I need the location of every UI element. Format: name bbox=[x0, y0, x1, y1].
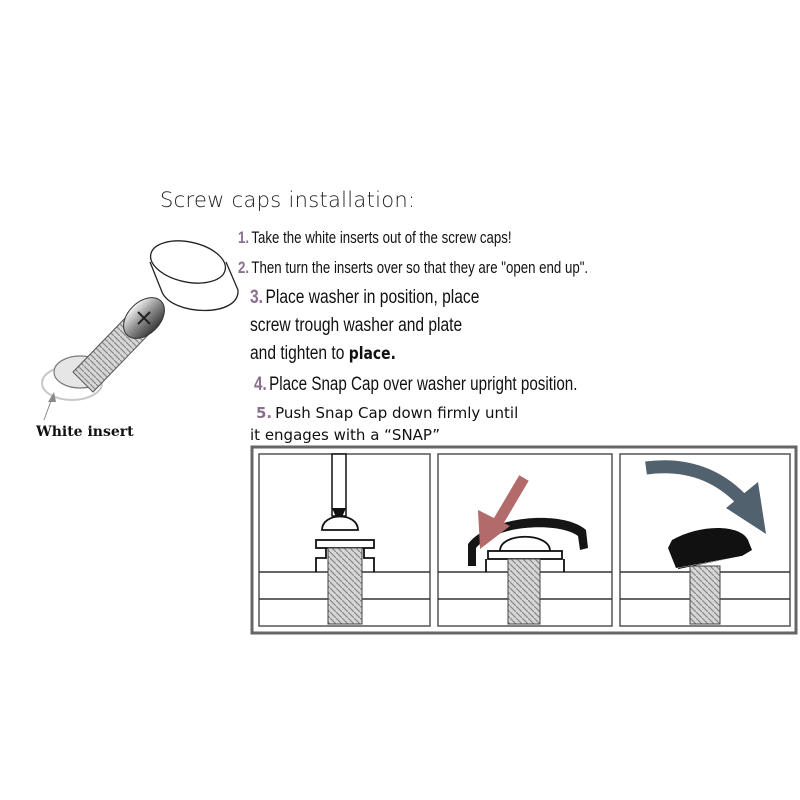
white-insert-label: White insert bbox=[36, 424, 134, 440]
screw-with-washer-icon bbox=[41, 297, 165, 401]
curved-arrow-icon bbox=[645, 460, 766, 534]
step-text: Take the white inserts out of the screw … bbox=[251, 228, 512, 247]
step-text: Place washer in position, place bbox=[265, 287, 480, 308]
step-number: 4. bbox=[254, 374, 267, 395]
step-text: and tighten to bbox=[250, 343, 349, 364]
diagram-frame bbox=[250, 445, 798, 635]
step-2: 2.Then turn the inserts over so that the… bbox=[238, 258, 588, 278]
step-number: 5. bbox=[256, 404, 273, 422]
step-number: 1. bbox=[238, 228, 250, 247]
panel-1-tighten bbox=[258, 453, 431, 627]
step-3-line-3: and tighten to place. bbox=[250, 343, 396, 365]
step-3-line-1: 3.Place washer in position, place bbox=[250, 287, 479, 309]
step-4: 4.Place Snap Cap over washer upright pos… bbox=[254, 374, 578, 396]
step-5-line-2: it engages with a “SNAP” bbox=[250, 426, 441, 444]
step-5-line-1: 5.Push Snap Cap down firmly until bbox=[256, 404, 518, 422]
panel-2-place-cap bbox=[437, 453, 613, 627]
step-3-line-2: screw trough washer and plate bbox=[250, 315, 463, 336]
white-insert-pointer-icon bbox=[43, 392, 56, 421]
page-title: Screw caps installation: bbox=[160, 188, 416, 212]
screw-cap-insert-icon bbox=[149, 240, 239, 312]
step-number: 3. bbox=[250, 287, 264, 308]
step-text: Push Snap Cap down firmly until bbox=[275, 404, 519, 422]
step-text: Then turn the inserts over so that they … bbox=[251, 258, 589, 277]
screwdriver-icon bbox=[331, 453, 347, 524]
step-1: 1.Take the white inserts out of the scre… bbox=[238, 228, 512, 248]
step-text: Place Snap Cap over washer upright posit… bbox=[269, 374, 578, 395]
push-arrow-icon bbox=[478, 475, 529, 549]
step-text-emphasis: place. bbox=[348, 344, 396, 364]
step-number: 2. bbox=[238, 258, 250, 277]
panel-3-snap-down bbox=[619, 453, 791, 627]
